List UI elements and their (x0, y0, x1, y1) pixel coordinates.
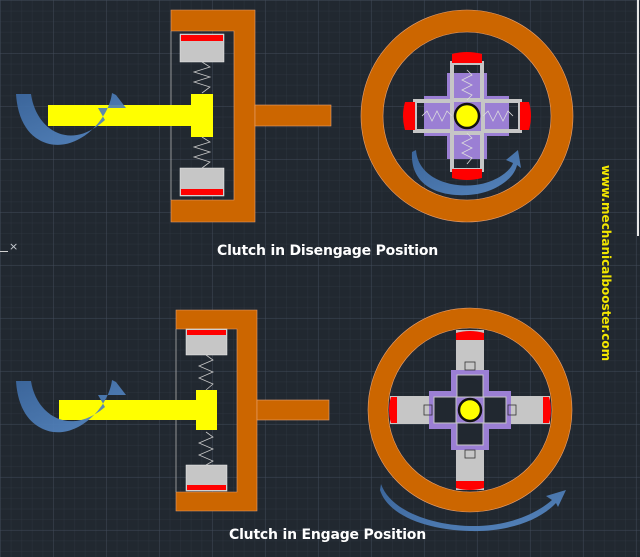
rotation-arrow (380, 484, 566, 532)
lining-bottom (456, 481, 484, 490)
lining-right (520, 102, 531, 130)
input-hub (196, 390, 217, 430)
ucs-marker: × (9, 240, 19, 253)
lining-left (403, 102, 415, 130)
output-shaft (254, 104, 332, 127)
engaged-side-view (16, 309, 330, 512)
lower-spring (192, 136, 212, 169)
center-shaft (457, 397, 483, 423)
lining-bottom (452, 169, 482, 180)
watermark-text: www.mechanicalbooster.com (599, 165, 613, 362)
engaged-caption: Clutch in Engage Position (229, 527, 426, 543)
lining-left (389, 397, 397, 423)
upper-spring (192, 61, 212, 94)
viewport-edge (637, 0, 639, 236)
lining-top (452, 52, 482, 63)
input-hub (191, 94, 213, 137)
bottom-shoe (179, 167, 225, 197)
input-shaft (48, 105, 193, 126)
bottom-shoe (185, 464, 228, 492)
disengaged-front-view (360, 9, 574, 223)
drum-ring (361, 10, 573, 222)
lower-spring (197, 431, 215, 466)
rotation-arrow (411, 150, 521, 196)
disengaged-side-view (16, 9, 332, 223)
ucs-axis-line (0, 251, 8, 252)
engaged-front-view (367, 307, 573, 532)
upper-spring (197, 354, 215, 391)
disengaged-caption: Clutch in Disengage Position (217, 243, 439, 259)
watermark-container: www.mechanicalbooster.com (597, 165, 613, 361)
rotation-arrow (16, 93, 126, 145)
rotation-arrow (16, 380, 126, 433)
top-shoe (179, 33, 225, 63)
lining-top (456, 331, 484, 340)
lining-right (543, 397, 551, 423)
input-shaft (59, 400, 198, 420)
center-shaft (453, 102, 481, 130)
output-shaft (256, 399, 330, 421)
top-shoe (185, 328, 228, 356)
drum-ring (368, 308, 572, 512)
